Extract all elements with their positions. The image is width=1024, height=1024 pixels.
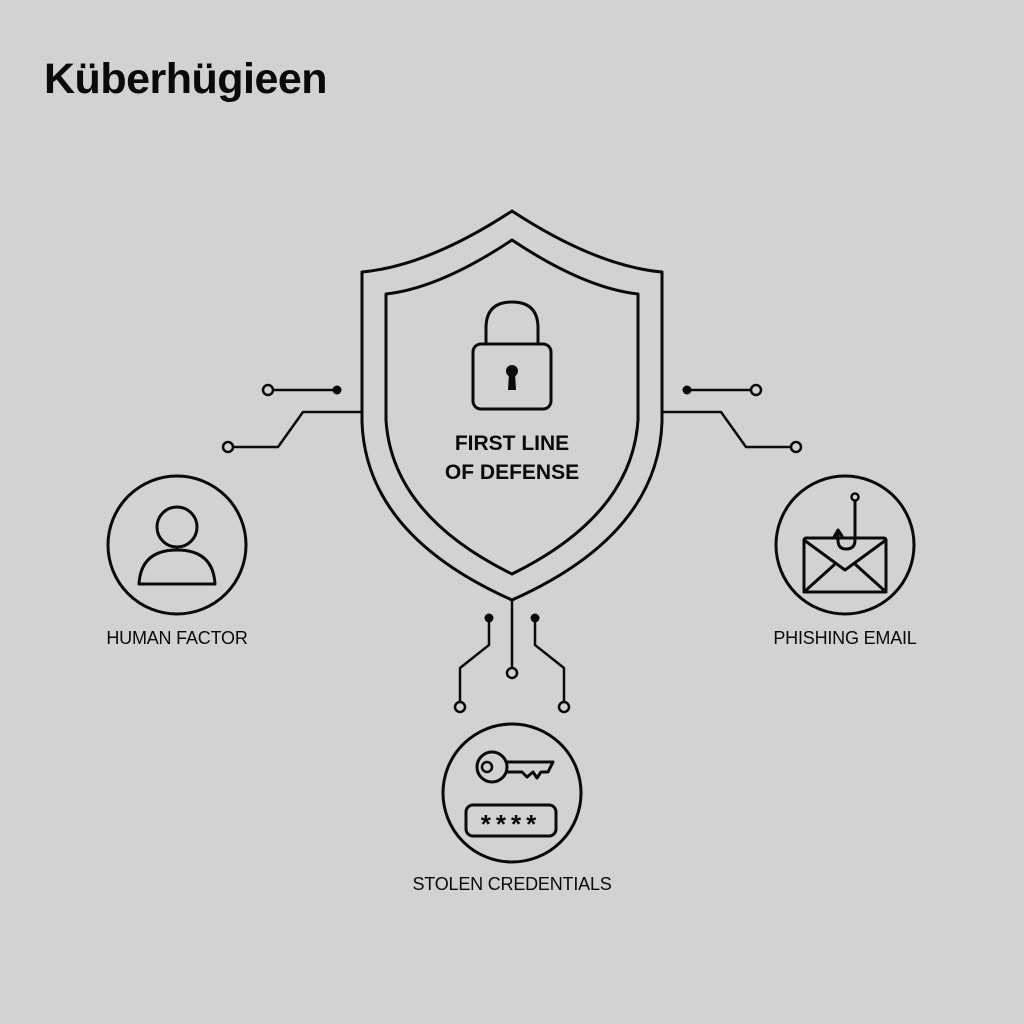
key-icon [475,750,555,784]
right-circuit-connector [661,383,803,454]
page-title: Küberhügieen [44,55,328,103]
shield-label-line1: FIRST LINE [455,432,569,455]
person-icon [137,505,217,586]
stolen-credentials-label: STOLEN CREDENTIALS [412,874,611,894]
left-circuit-connector [221,383,363,454]
envelope-icon [802,536,888,594]
phishing-email-node [774,474,916,616]
human-factor-node [106,474,248,616]
bottom-circuit-connector [453,598,571,714]
phishing-email-label: PHISHING EMAIL [773,628,916,648]
shield-icon [360,209,664,602]
human-factor-label: HUMAN FACTOR [106,628,247,648]
shield-label-line2: OF DEFENSE [445,461,579,484]
password-field-icon: **** [464,803,558,839]
stolen-credentials-node: **** [441,722,583,864]
padlock-icon [471,300,553,411]
fishhook-icon [832,492,860,551]
password-mask: **** [481,809,541,839]
